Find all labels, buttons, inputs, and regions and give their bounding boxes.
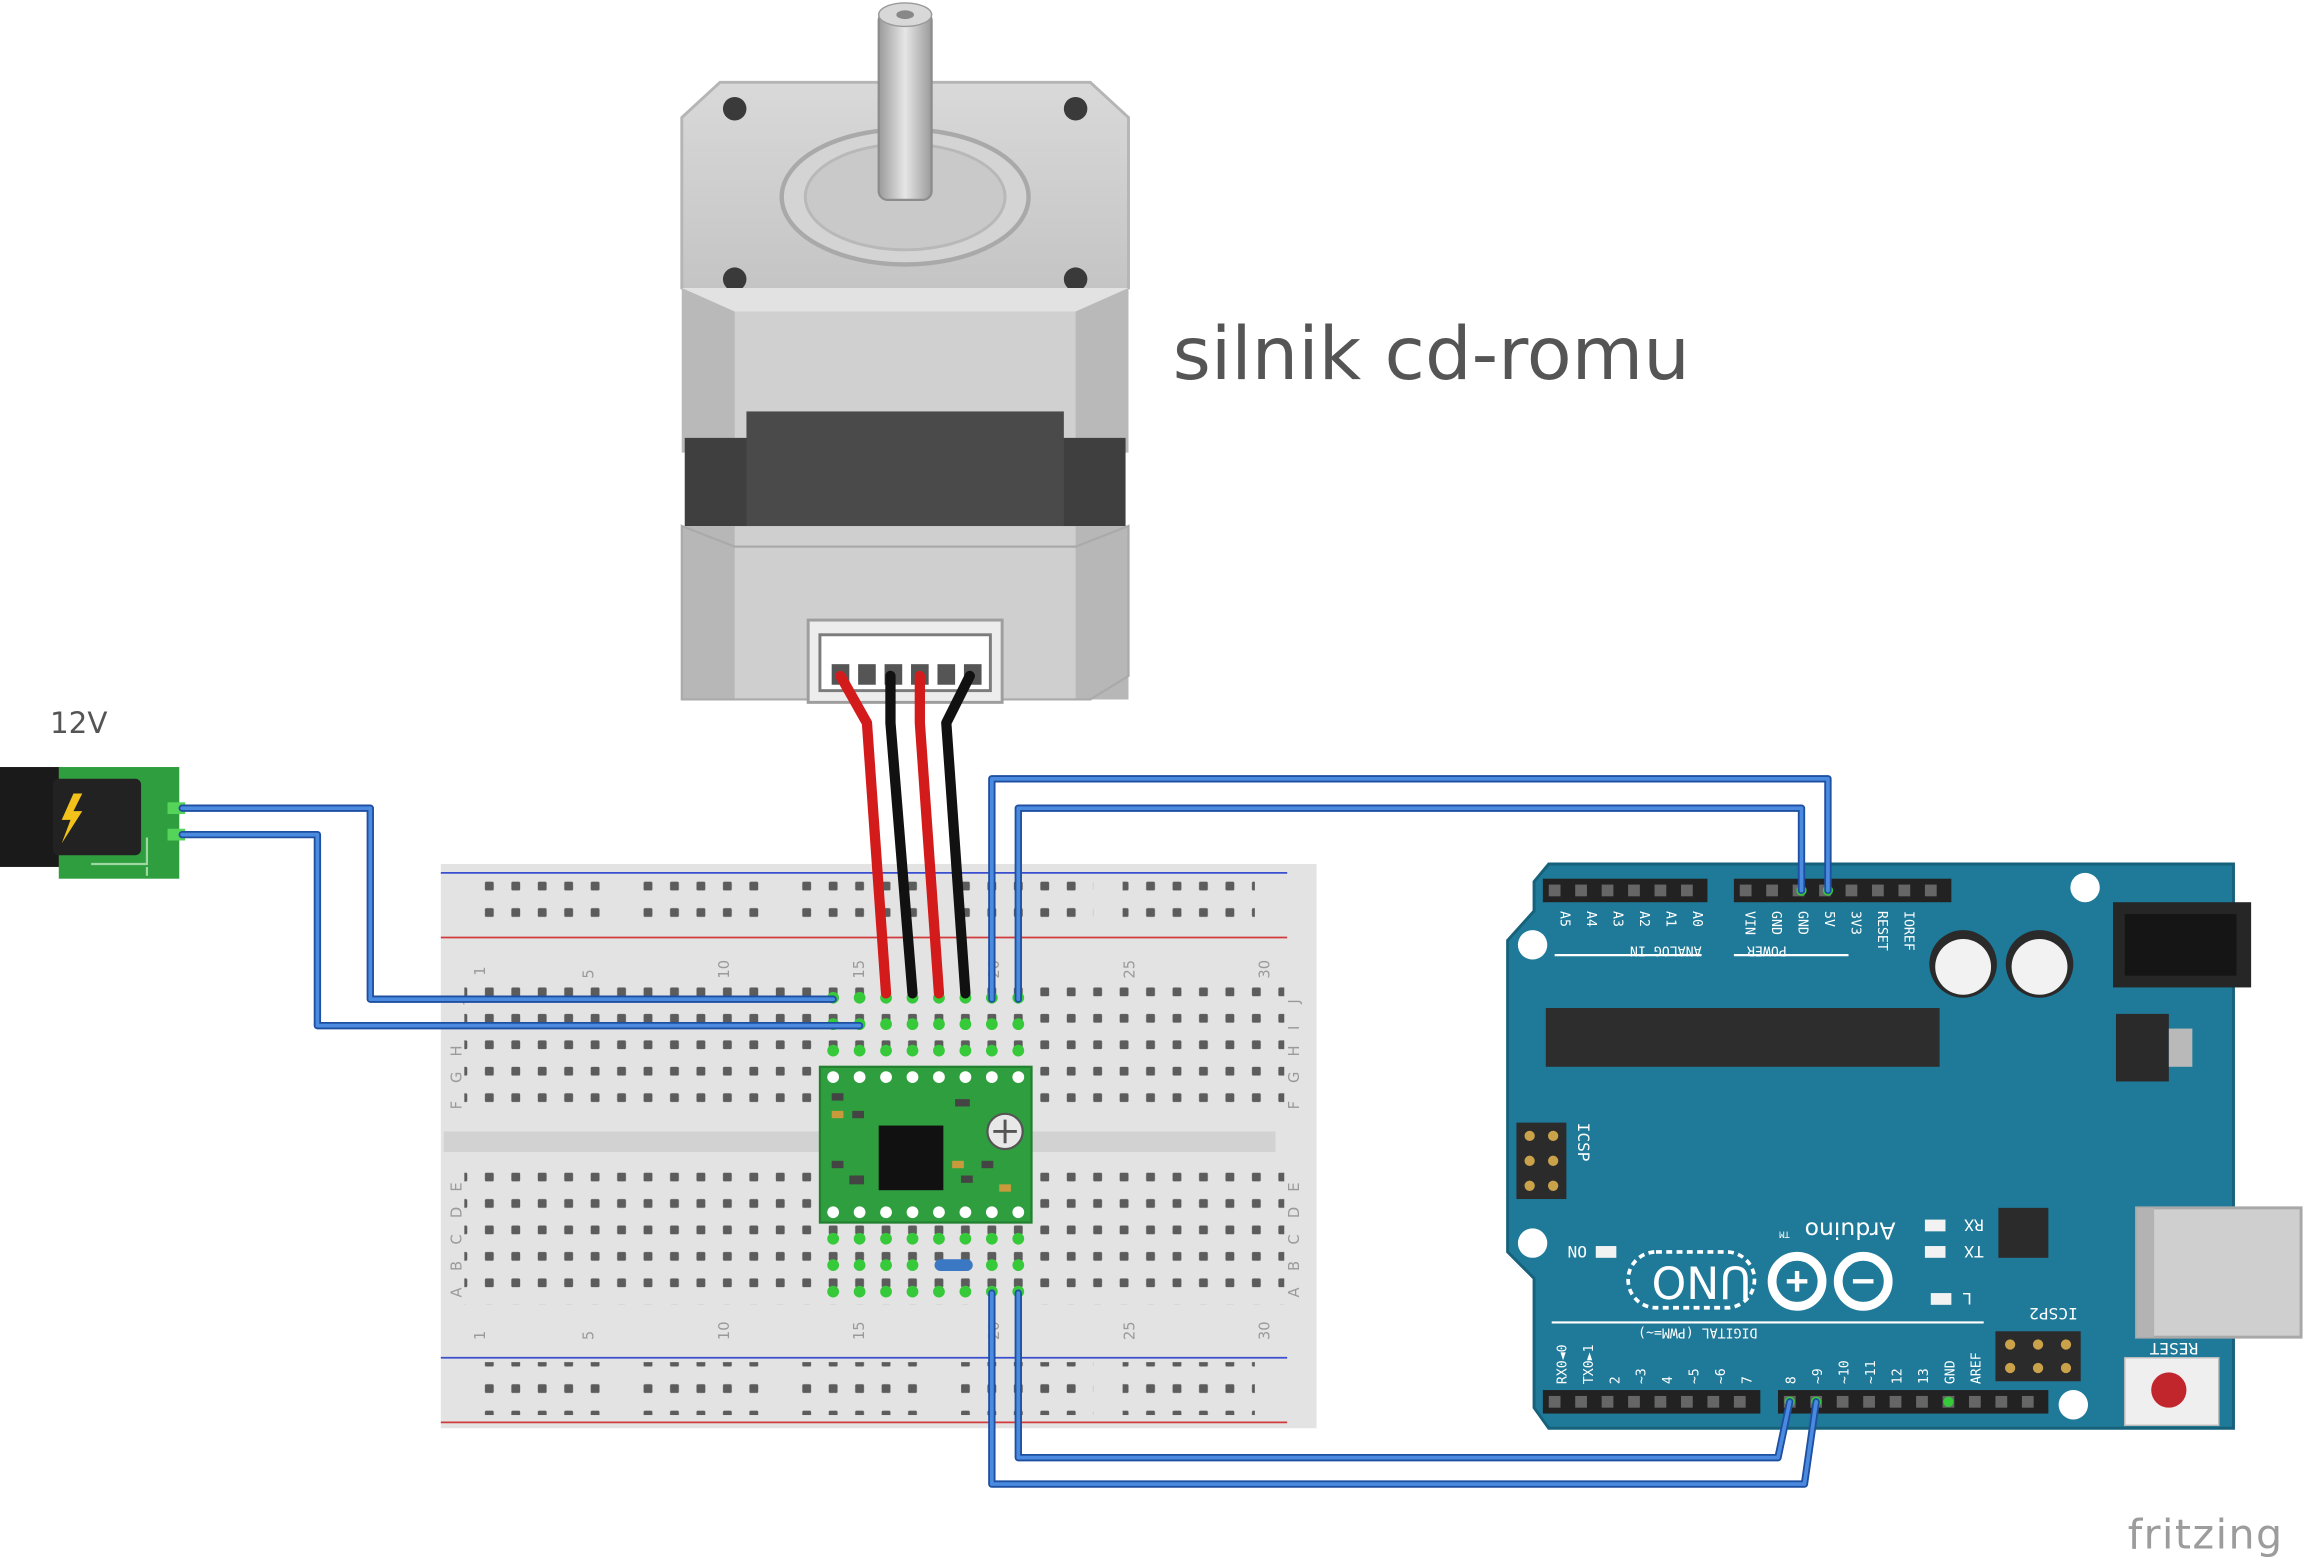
pin-label-reset: RESET	[1874, 911, 1889, 951]
pin-label-d4: 4	[1661, 1376, 1676, 1384]
lightning-icon	[61, 793, 83, 844]
usb-port	[2135, 1206, 2303, 1339]
pin-label-d7: 7	[1741, 1376, 1756, 1384]
pin-label-d10: ~10	[1838, 1360, 1853, 1384]
bb-row-label: C	[1286, 1234, 1303, 1244]
bb-row-label: A	[1286, 1287, 1303, 1297]
bb-row-label: E	[448, 1182, 465, 1191]
bottom-rail-holes	[476, 1362, 1255, 1416]
arduino-uno	[1506, 862, 2303, 1430]
bb-col-label: 15	[851, 960, 868, 979]
pin-label-gnd: GND	[1795, 911, 1810, 935]
bb-col-label: 15	[851, 1321, 868, 1340]
motor-wire-red-1	[835, 670, 892, 999]
bb-row-label: D	[1286, 1207, 1303, 1218]
pin-label-5v: 5V	[1821, 911, 1836, 927]
bb-row-label: H	[448, 1045, 465, 1056]
pin-label-d12: 12	[1890, 1368, 1905, 1384]
bb-row-label: C	[448, 1234, 465, 1244]
pin-label-ioref: IOREF	[1900, 911, 1915, 951]
trademark-label: TM	[1779, 1228, 1790, 1238]
stepper-motor	[680, 2, 1130, 704]
top-rail-holes	[476, 877, 1255, 931]
jumper-wire	[934, 1259, 973, 1272]
wires	[178, 670, 1832, 1488]
rx-label: RX	[1964, 1216, 1984, 1235]
bb-row-label: E	[1286, 1182, 1303, 1191]
pin-label-a5: A5	[1557, 911, 1572, 927]
bb-col-label: 30	[1257, 960, 1274, 979]
pin-label-d13: 13	[1917, 1368, 1932, 1384]
pin-label-a1: A1	[1662, 911, 1677, 927]
pin-label-gnd: GND	[1768, 911, 1783, 935]
pin-label-aref: AREF	[1970, 1352, 1985, 1384]
on-label: ON	[1567, 1242, 1586, 1261]
bb-row-label: F	[1286, 1101, 1303, 1109]
arduino-pin-labels: A5 A4 A3 A2 A1 A0 ANALOG IN VIN GND GND …	[1555, 911, 2198, 1384]
bb-row-label: J	[1286, 999, 1303, 1004]
bb-row-label: B	[448, 1261, 465, 1271]
bb-col-label: 30	[1257, 1321, 1274, 1340]
pin-label-a0: A0	[1689, 911, 1704, 927]
pin-label-a3: A3	[1609, 911, 1624, 927]
pin-label-3v3: 3V3	[1847, 911, 1862, 935]
pin-label-d1: TX0►1	[1582, 1344, 1597, 1384]
motor-wire-black-2	[941, 670, 975, 999]
bb-row-label: G	[448, 1072, 465, 1083]
pin-label-a2: A2	[1636, 911, 1651, 927]
pin-label-vin: VIN	[1742, 911, 1757, 935]
digital-label: DIGITAL (PWM=~)	[1638, 1324, 1757, 1339]
pin-label-a4: A4	[1583, 911, 1598, 927]
bb-col-label: 1	[472, 966, 489, 975]
analog-in-label: ANALOG IN	[1630, 942, 1702, 957]
l-label: L	[1962, 1289, 1972, 1308]
bb-row-label: I	[1286, 1026, 1303, 1030]
icsp2-label: ICSP2	[2029, 1304, 2078, 1323]
power-label-12v: 12V	[49, 705, 108, 741]
tx-label: TX	[1964, 1242, 1984, 1261]
pin-label-d6: ~6	[1714, 1368, 1729, 1384]
pin-label-d9: ~9	[1811, 1368, 1826, 1384]
connected-holes	[827, 991, 1025, 1298]
pin-label-d0: RX0◄0	[1555, 1344, 1570, 1384]
pin-label-d11: ~11	[1864, 1360, 1879, 1384]
pin-label-d3: ~3	[1635, 1368, 1650, 1384]
bb-row-label: D	[448, 1207, 465, 1218]
bb-col-label: 25	[1121, 1321, 1138, 1340]
bb-col-label: 25	[1121, 960, 1138, 979]
infinity-logo-icon	[1767, 1251, 1827, 1311]
power-label: POWER	[1747, 942, 1787, 957]
pin-label-d5: ~5	[1688, 1368, 1703, 1384]
bb-row-label: F	[448, 1101, 465, 1109]
pin-label-d2: 2	[1608, 1376, 1623, 1384]
bb-row-label: G	[1286, 1072, 1303, 1083]
fritzing-watermark: fritzing	[2127, 1510, 2284, 1560]
bb-col-label: 10	[716, 960, 733, 979]
bb-row-label: B	[1286, 1261, 1303, 1271]
microcontroller-chip	[1545, 1008, 1940, 1067]
stepper-driver	[818, 1065, 1033, 1224]
motor-label: silnik cd-romu	[1172, 311, 1690, 397]
pin-label-gnd: GND	[1943, 1360, 1958, 1384]
bb-col-label: 5	[581, 969, 598, 978]
bb-col-label: 10	[716, 1321, 733, 1340]
pin-label-d8: 8	[1785, 1376, 1800, 1384]
motor-wire-red-2	[914, 670, 945, 999]
bb-row-label: H	[1286, 1045, 1303, 1056]
reset-label: RESET	[2149, 1339, 2198, 1358]
bb-col-label: 1	[472, 1331, 489, 1340]
uno-label: UNO	[1652, 1256, 1752, 1307]
icsp-label: ICSP	[1574, 1123, 1593, 1162]
bb-col-label: 5	[581, 1331, 598, 1340]
bb-row-label: A	[448, 1287, 465, 1297]
motor-wire-black-1	[885, 670, 918, 999]
arduino-brand: Arduino	[1805, 1217, 1896, 1245]
dc-power-jack	[0, 767, 186, 879]
